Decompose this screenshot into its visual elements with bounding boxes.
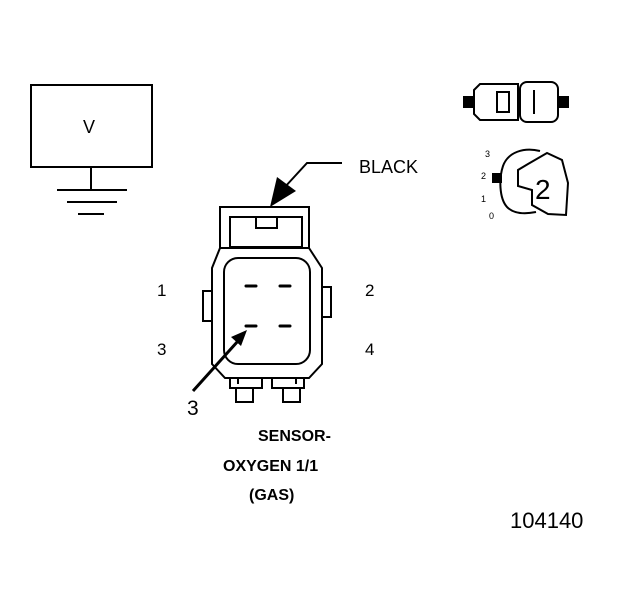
mini-right-body (519, 81, 559, 123)
connector (202, 206, 332, 403)
pin-label-2: 2 (365, 281, 375, 300)
pin-label-4: 4 (365, 340, 375, 359)
black-wire-leader (270, 162, 342, 207)
selector-marker (492, 173, 502, 183)
connector-outer-shell (211, 206, 323, 379)
scale-label-0: 0 (489, 211, 495, 221)
connector-inner-frame (223, 257, 311, 365)
wire-color-label: BLACK (359, 157, 419, 177)
mini-right-wire (557, 96, 569, 108)
connector-right-latch (321, 286, 332, 318)
connector-left-latch (202, 290, 213, 322)
position-selector (492, 148, 570, 217)
connector-lock-tab (255, 216, 278, 229)
scale-label-1: 1 (481, 194, 487, 204)
black-wire-arrowhead (270, 177, 296, 207)
voltmeter (30, 84, 153, 215)
connector-right-foot (271, 378, 305, 389)
scale-label-2: 2 (481, 171, 487, 181)
voltmeter-label: V (83, 117, 96, 137)
pointer-number-label: 3 (187, 397, 199, 420)
selector-ring (499, 148, 541, 215)
right-foot-tab (282, 387, 301, 403)
caption-line-1: SENSOR- (258, 428, 331, 445)
pin-label-3: 3 (157, 340, 167, 359)
selector-key (517, 151, 570, 217)
left-foot-tab (235, 387, 254, 403)
terminal-3-pointer (191, 330, 247, 393)
terminal-slots (244, 284, 292, 328)
caption-line-2: OXYGEN 1/1 (223, 458, 319, 475)
view-number-label: 2 (535, 174, 551, 205)
scale-label-3: 3 (485, 149, 491, 159)
mini-left-body (473, 83, 519, 121)
terminal-3-arrowhead (231, 330, 247, 346)
connector-left-foot (229, 378, 263, 389)
connector-top-cap (229, 216, 303, 248)
mini-connector-pair (463, 81, 569, 123)
caption-line-3: (GAS) (249, 487, 295, 504)
mini-left-wire (463, 96, 475, 108)
figure-number: 104140 (510, 508, 584, 533)
mini-left-window (496, 91, 510, 113)
pin-label-1: 1 (157, 281, 167, 300)
